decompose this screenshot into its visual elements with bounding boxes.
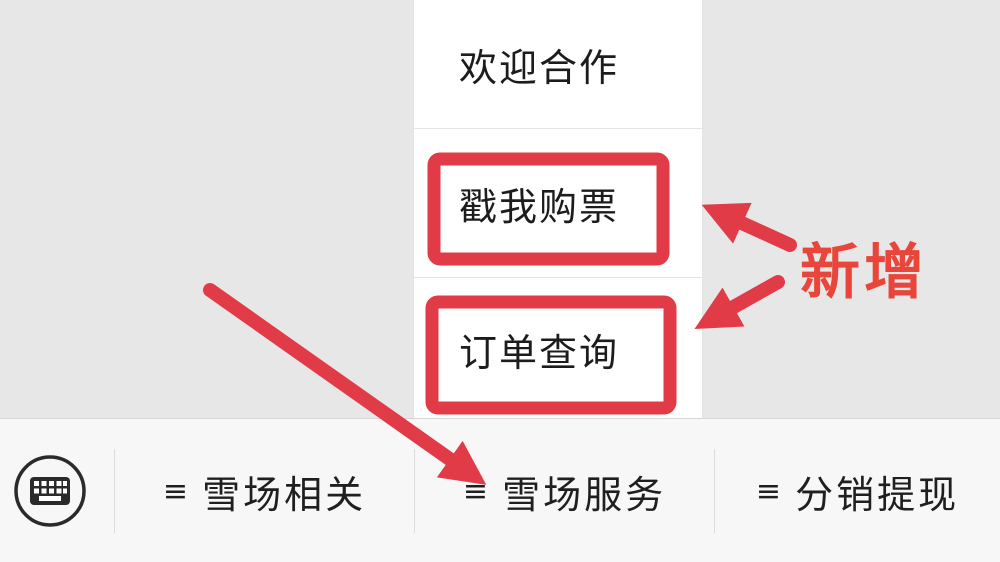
submenu-divider — [414, 277, 702, 278]
hamburger-icon: ≡ — [162, 473, 189, 509]
submenu-item-label: 订单查询 — [459, 330, 620, 375]
annotation-new-label: 新增 — [800, 238, 928, 308]
submenu-item-order-query[interactable]: 订单查询 — [414, 278, 702, 420]
menu-button-label: 雪场相关 — [202, 472, 367, 517]
keyboard-icon — [14, 455, 86, 527]
menu-divider — [414, 449, 415, 533]
hamburger-icon: ≡ — [462, 473, 489, 509]
menu-divider — [114, 449, 115, 533]
menu-button-label: 雪场服务 — [502, 472, 667, 517]
submenu-item-label: 戳我购票 — [459, 184, 620, 229]
menu-divider — [714, 449, 715, 533]
submenu-divider — [414, 128, 702, 129]
menu-button-snow-field-service[interactable]: ≡ 雪场服务 — [415, 419, 714, 562]
menu-button-label: 分销提现 — [795, 472, 960, 517]
hamburger-icon: ≡ — [755, 473, 782, 509]
submenu-item-label: 欢迎合作 — [459, 45, 620, 90]
bottom-menu-bar: ≡ 雪场相关 ≡ 雪场服务 ≡ 分销提现 — [0, 418, 1000, 562]
menu-button-distribution-withdraw[interactable]: ≡ 分销提现 — [715, 419, 1000, 562]
keyboard-toggle-button[interactable] — [12, 453, 88, 529]
menu-button-snow-field-related[interactable]: ≡ 雪场相关 — [115, 419, 414, 562]
submenu-item-buy-ticket[interactable]: 戳我购票 — [414, 129, 702, 277]
submenu-popup: 欢迎合作 戳我购票 订单查询 — [414, 0, 702, 420]
submenu-item-welcome-cooperation[interactable]: 欢迎合作 — [414, 0, 702, 128]
